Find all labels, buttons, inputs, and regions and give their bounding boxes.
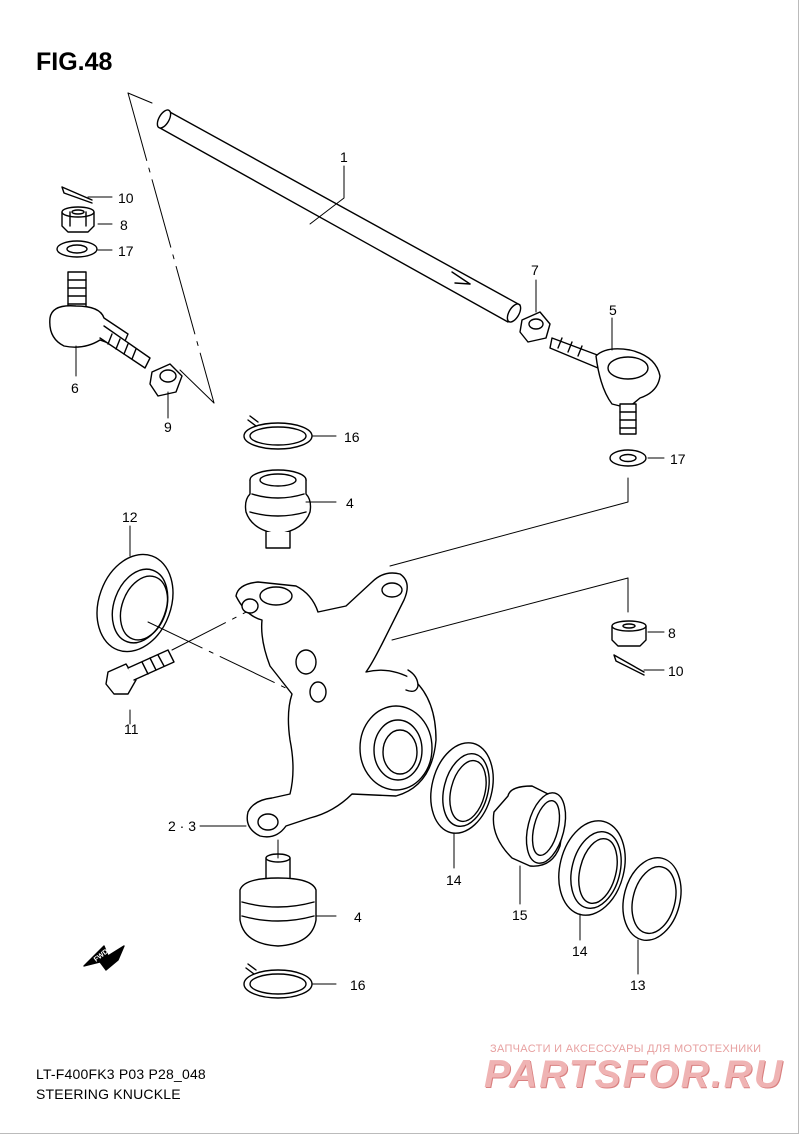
ball-joint-lower-drawing[interactable]	[239, 853, 317, 947]
callout-8-right: 8	[668, 625, 676, 641]
callout-17-left: 17	[118, 243, 134, 259]
bolt-drawing[interactable]	[105, 649, 175, 695]
assembly-lines-left	[127, 92, 215, 404]
model-code: LT-F400FK3 P03 P28_048	[36, 1066, 206, 1082]
callout-4-lower: 4	[354, 909, 362, 925]
tie-rod-end-left-drawing[interactable]	[49, 271, 151, 369]
watermark-logo: PARTSFOR.RU	[484, 1053, 785, 1096]
callout-1: 1	[340, 149, 348, 165]
washer-left-drawing[interactable]	[56, 240, 98, 258]
callout-13: 13	[630, 977, 646, 993]
callout-6: 6	[71, 380, 79, 396]
callout-4-upper: 4	[346, 495, 354, 511]
callout-2-3: 2 · 3	[168, 818, 196, 834]
tie-rod-drawing[interactable]	[155, 108, 524, 324]
callout-10-right: 10	[668, 663, 684, 679]
leader-lines	[75, 165, 665, 985]
callout-8-left: 8	[120, 217, 128, 233]
assembly-lines-right	[389, 477, 629, 641]
bearing-outer-drawing[interactable]	[549, 814, 634, 923]
bearing-inner-drawing[interactable]	[422, 736, 502, 840]
castle-nut-right-drawing[interactable]	[611, 620, 647, 647]
ball-joint-upper-drawing[interactable]	[244, 469, 312, 549]
spacer-drawing[interactable]	[492, 785, 572, 867]
callout-7: 7	[531, 262, 539, 278]
callout-9: 9	[164, 419, 172, 435]
figure-title: FIG.48	[36, 48, 113, 76]
diagram-title: STEERING KNUCKLE	[36, 1086, 181, 1102]
lock-nut-right-drawing[interactable]	[519, 311, 551, 343]
callout-16-upper: 16	[344, 429, 360, 445]
callout-15: 15	[512, 907, 528, 923]
oil-seal-side-drawing[interactable]	[84, 544, 186, 663]
steering-knuckle-drawing[interactable]	[235, 572, 437, 838]
callout-5: 5	[609, 302, 617, 318]
lock-nut-left-drawing[interactable]	[149, 363, 183, 397]
tie-rod-end-right-drawing[interactable]	[549, 337, 661, 435]
oil-seal-front-drawing[interactable]	[615, 851, 690, 946]
cotter-pin-right-drawing[interactable]	[613, 654, 645, 676]
callout-10-left: 10	[118, 190, 134, 206]
callout-14-outer: 14	[572, 943, 588, 959]
callout-16-lower: 16	[350, 977, 366, 993]
callout-11: 11	[124, 721, 139, 737]
castle-nut-left-drawing[interactable]	[61, 206, 95, 233]
washer-right-drawing[interactable]	[609, 449, 647, 467]
circlip-upper-drawing[interactable]	[243, 415, 313, 450]
callout-14-inner: 14	[446, 872, 462, 888]
cotter-pin-left-drawing[interactable]	[61, 186, 93, 204]
callout-labels: 1 2 · 3 4 4 5 6 7 8 8 9 10 10 11 12 13 1…	[71, 149, 686, 993]
fwd-arrow-icon: FWD	[83, 945, 125, 971]
callout-12: 12	[122, 509, 138, 525]
circlip-lower-drawing[interactable]	[243, 963, 313, 999]
watermark-tagline: ЗАПЧАСТИ И АКСЕССУАРЫ ДЛЯ МОТОТЕХНИКИ	[490, 1043, 762, 1055]
callout-17-right: 17	[670, 451, 686, 467]
